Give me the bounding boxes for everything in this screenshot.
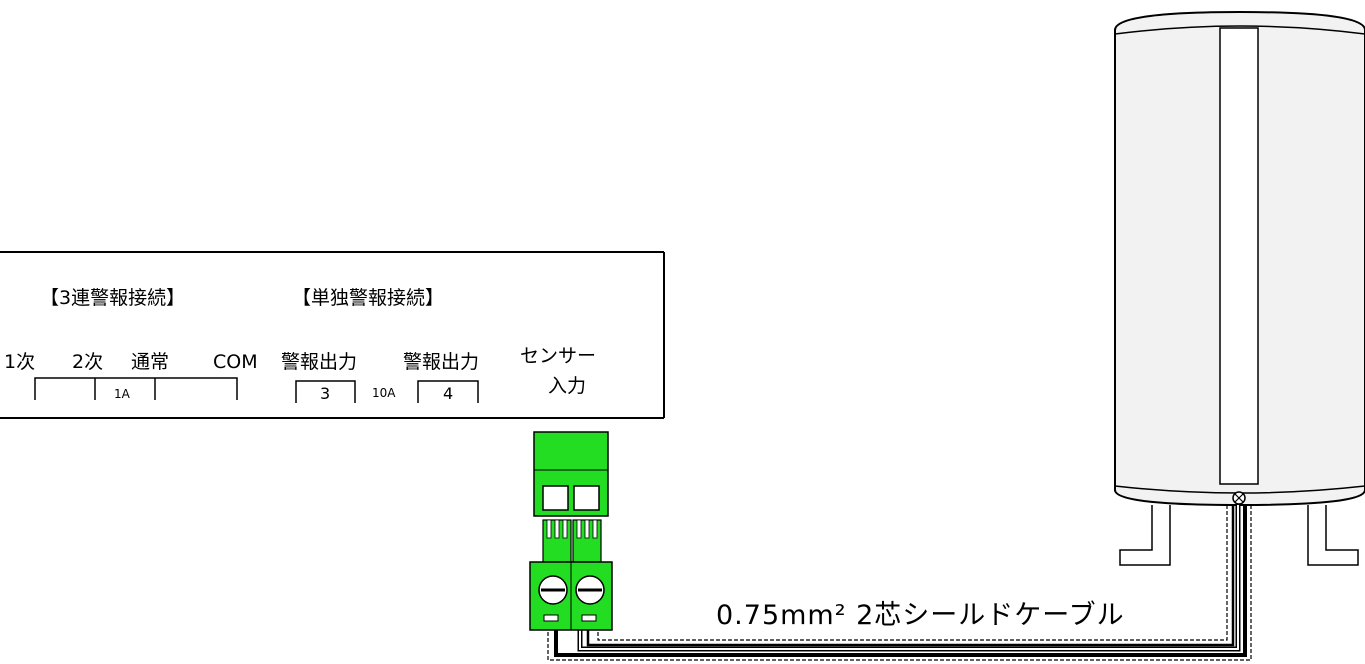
terminal-label-com: COM (213, 351, 258, 373)
terminal-label-normal: 通常 (131, 351, 170, 373)
sensor-tank (1114, 10, 1365, 566)
terminal-label-sensor-line2: 入力 (548, 375, 587, 397)
terminal-block-pins (542, 519, 602, 563)
terminal-block-plug (529, 561, 613, 631)
terminal-label-sensor-line1: センサー (520, 345, 597, 367)
terminal-number-3: 3 (320, 384, 331, 403)
terminal-block-socket (533, 431, 609, 517)
relay-10a-terminal-3 (295, 380, 356, 403)
relay-1a-bracket (34, 377, 238, 400)
relay-10a-terminal-4 (417, 380, 479, 403)
terminal-label-secondary: 2次 (72, 351, 104, 373)
terminal-number-4: 4 (443, 384, 454, 403)
shielded-cable (547, 505, 1252, 661)
rating-10a: 10A (372, 386, 396, 400)
cable-label: 0.75mm² 2芯シールドケーブル (716, 600, 1125, 631)
terminal-label-alarm-out-4: 警報出力 (403, 351, 480, 373)
rating-1a: 1A (114, 387, 130, 401)
cable-gland-icon (1232, 491, 1246, 505)
header-single-alarm: 【単独警報接続】 (292, 287, 445, 309)
header-three-alarm: 【3連警報接続】 (40, 287, 186, 309)
terminal-label-alarm-out-3: 警報出力 (281, 351, 358, 373)
control-panel (0, 251, 665, 419)
terminal-label-primary: 1次 (4, 351, 36, 373)
